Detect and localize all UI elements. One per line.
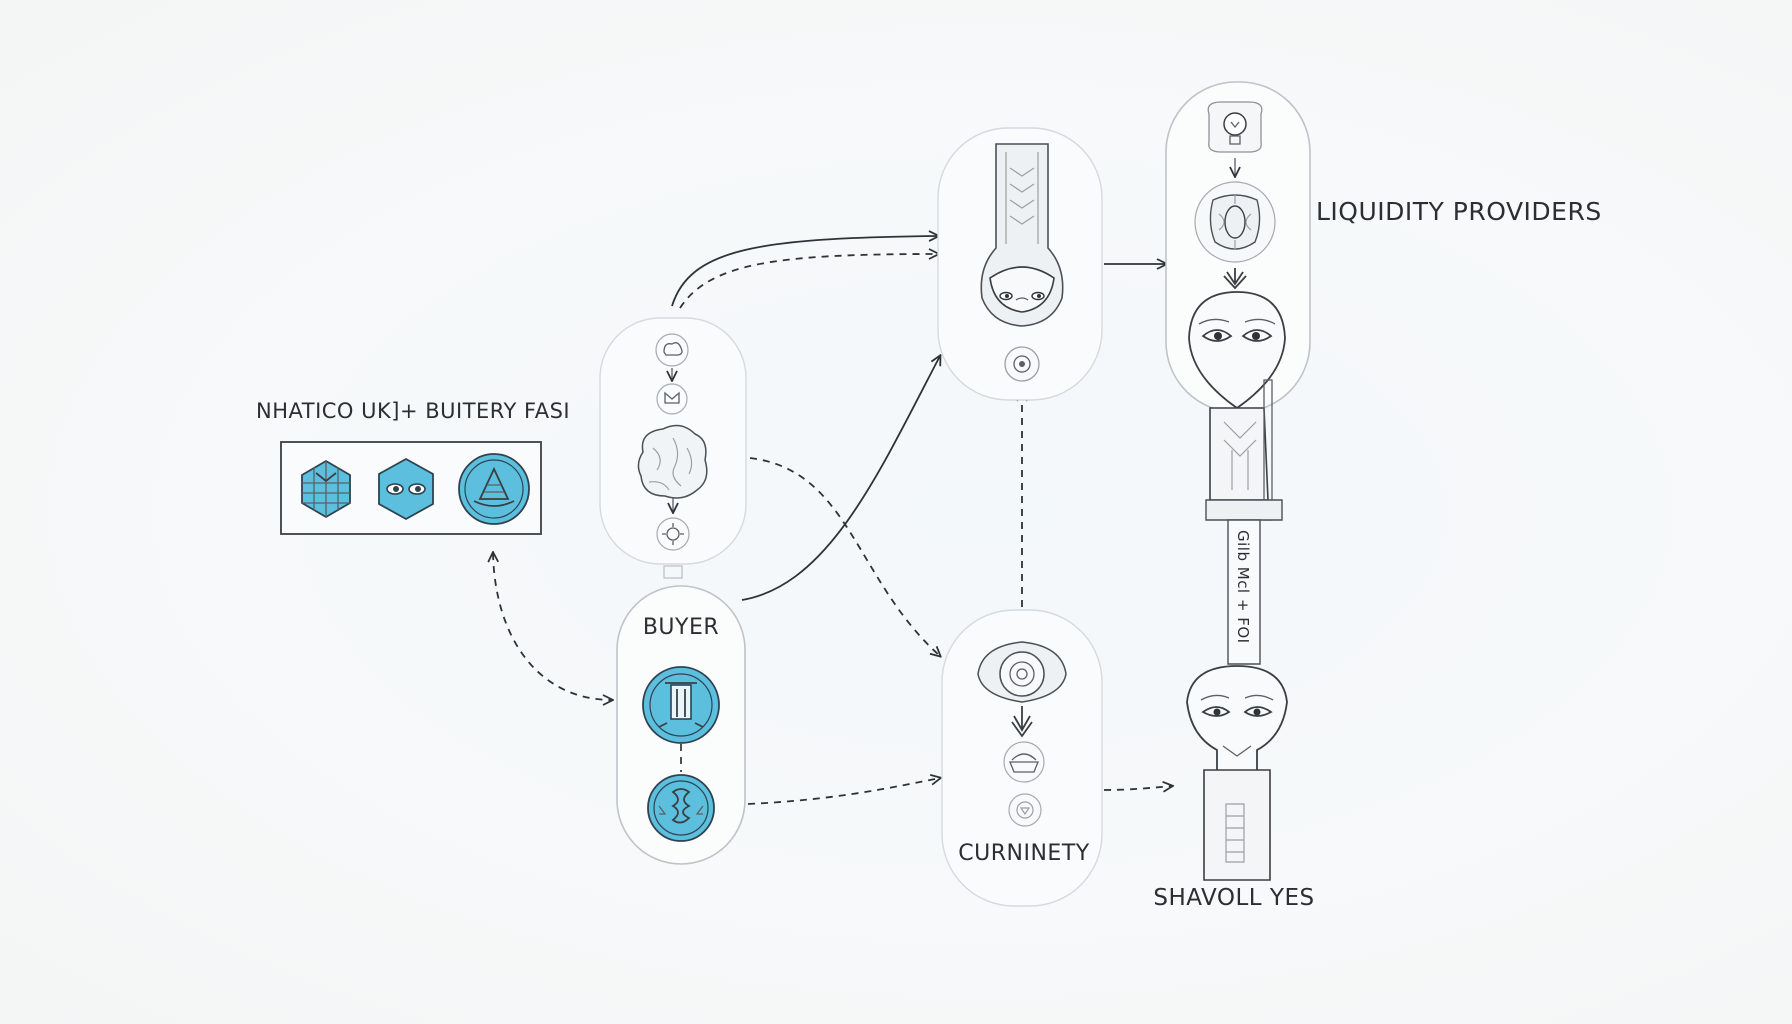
process-pill <box>599 317 747 579</box>
arrow-buyer-to-curninety <box>747 778 940 805</box>
eyes-hexagon-icon <box>378 457 434 521</box>
building-icon <box>301 459 351 519</box>
curninety-label: CURNINETY <box>958 841 1089 866</box>
totem: Gilb Mcl + FOI SHAVOLL YES <box>1153 291 1314 911</box>
sailboat-circle-icon <box>458 453 530 525</box>
cloud-chart-icon <box>655 333 689 367</box>
mask-face-icon <box>980 143 1064 327</box>
arrow-mid-to-top-dashed <box>679 254 938 309</box>
gear-icon <box>656 517 690 551</box>
padlock-icon <box>1003 741 1045 783</box>
crown-icon <box>656 383 688 415</box>
liquidity-label: LIQUIDITY PROVIDERS <box>1316 197 1602 226</box>
lightbulb-icon <box>1207 101 1263 153</box>
connectors <box>493 236 1172 805</box>
pole-label: Gilb Mcl + FOI <box>1234 530 1252 644</box>
shavoll-label: SHAVOLL YES <box>1153 885 1314 911</box>
exchange-node <box>937 127 1103 401</box>
arrow-curninety-to-shavoll <box>1103 786 1172 790</box>
door-circle-icon <box>642 666 720 744</box>
arrow-buyer-to-top <box>741 356 940 601</box>
buyer-node: BUYER <box>616 585 746 865</box>
vault-icon <box>977 641 1067 703</box>
cargo-circle-icon <box>647 774 715 842</box>
shield-bloom-icon <box>1194 181 1276 263</box>
arrow-legend-buyer <box>493 553 612 700</box>
buyer-label: BUYER <box>643 615 719 640</box>
globe-icon <box>637 424 708 499</box>
legend-title: NHATICO UK]+ BUITERY FASI <box>256 399 570 423</box>
legend-group: NHATICO UK]+ BUITERY FASI <box>256 399 570 535</box>
coin-icon <box>1004 346 1040 382</box>
alien-face-lower-icon <box>1186 665 1288 773</box>
arrow-mid-to-top-solid <box>671 236 938 307</box>
curninety-node: CURNINETY <box>941 609 1103 907</box>
seal-icon <box>1008 793 1042 827</box>
arrow-mid-to-curninety <box>749 457 940 656</box>
